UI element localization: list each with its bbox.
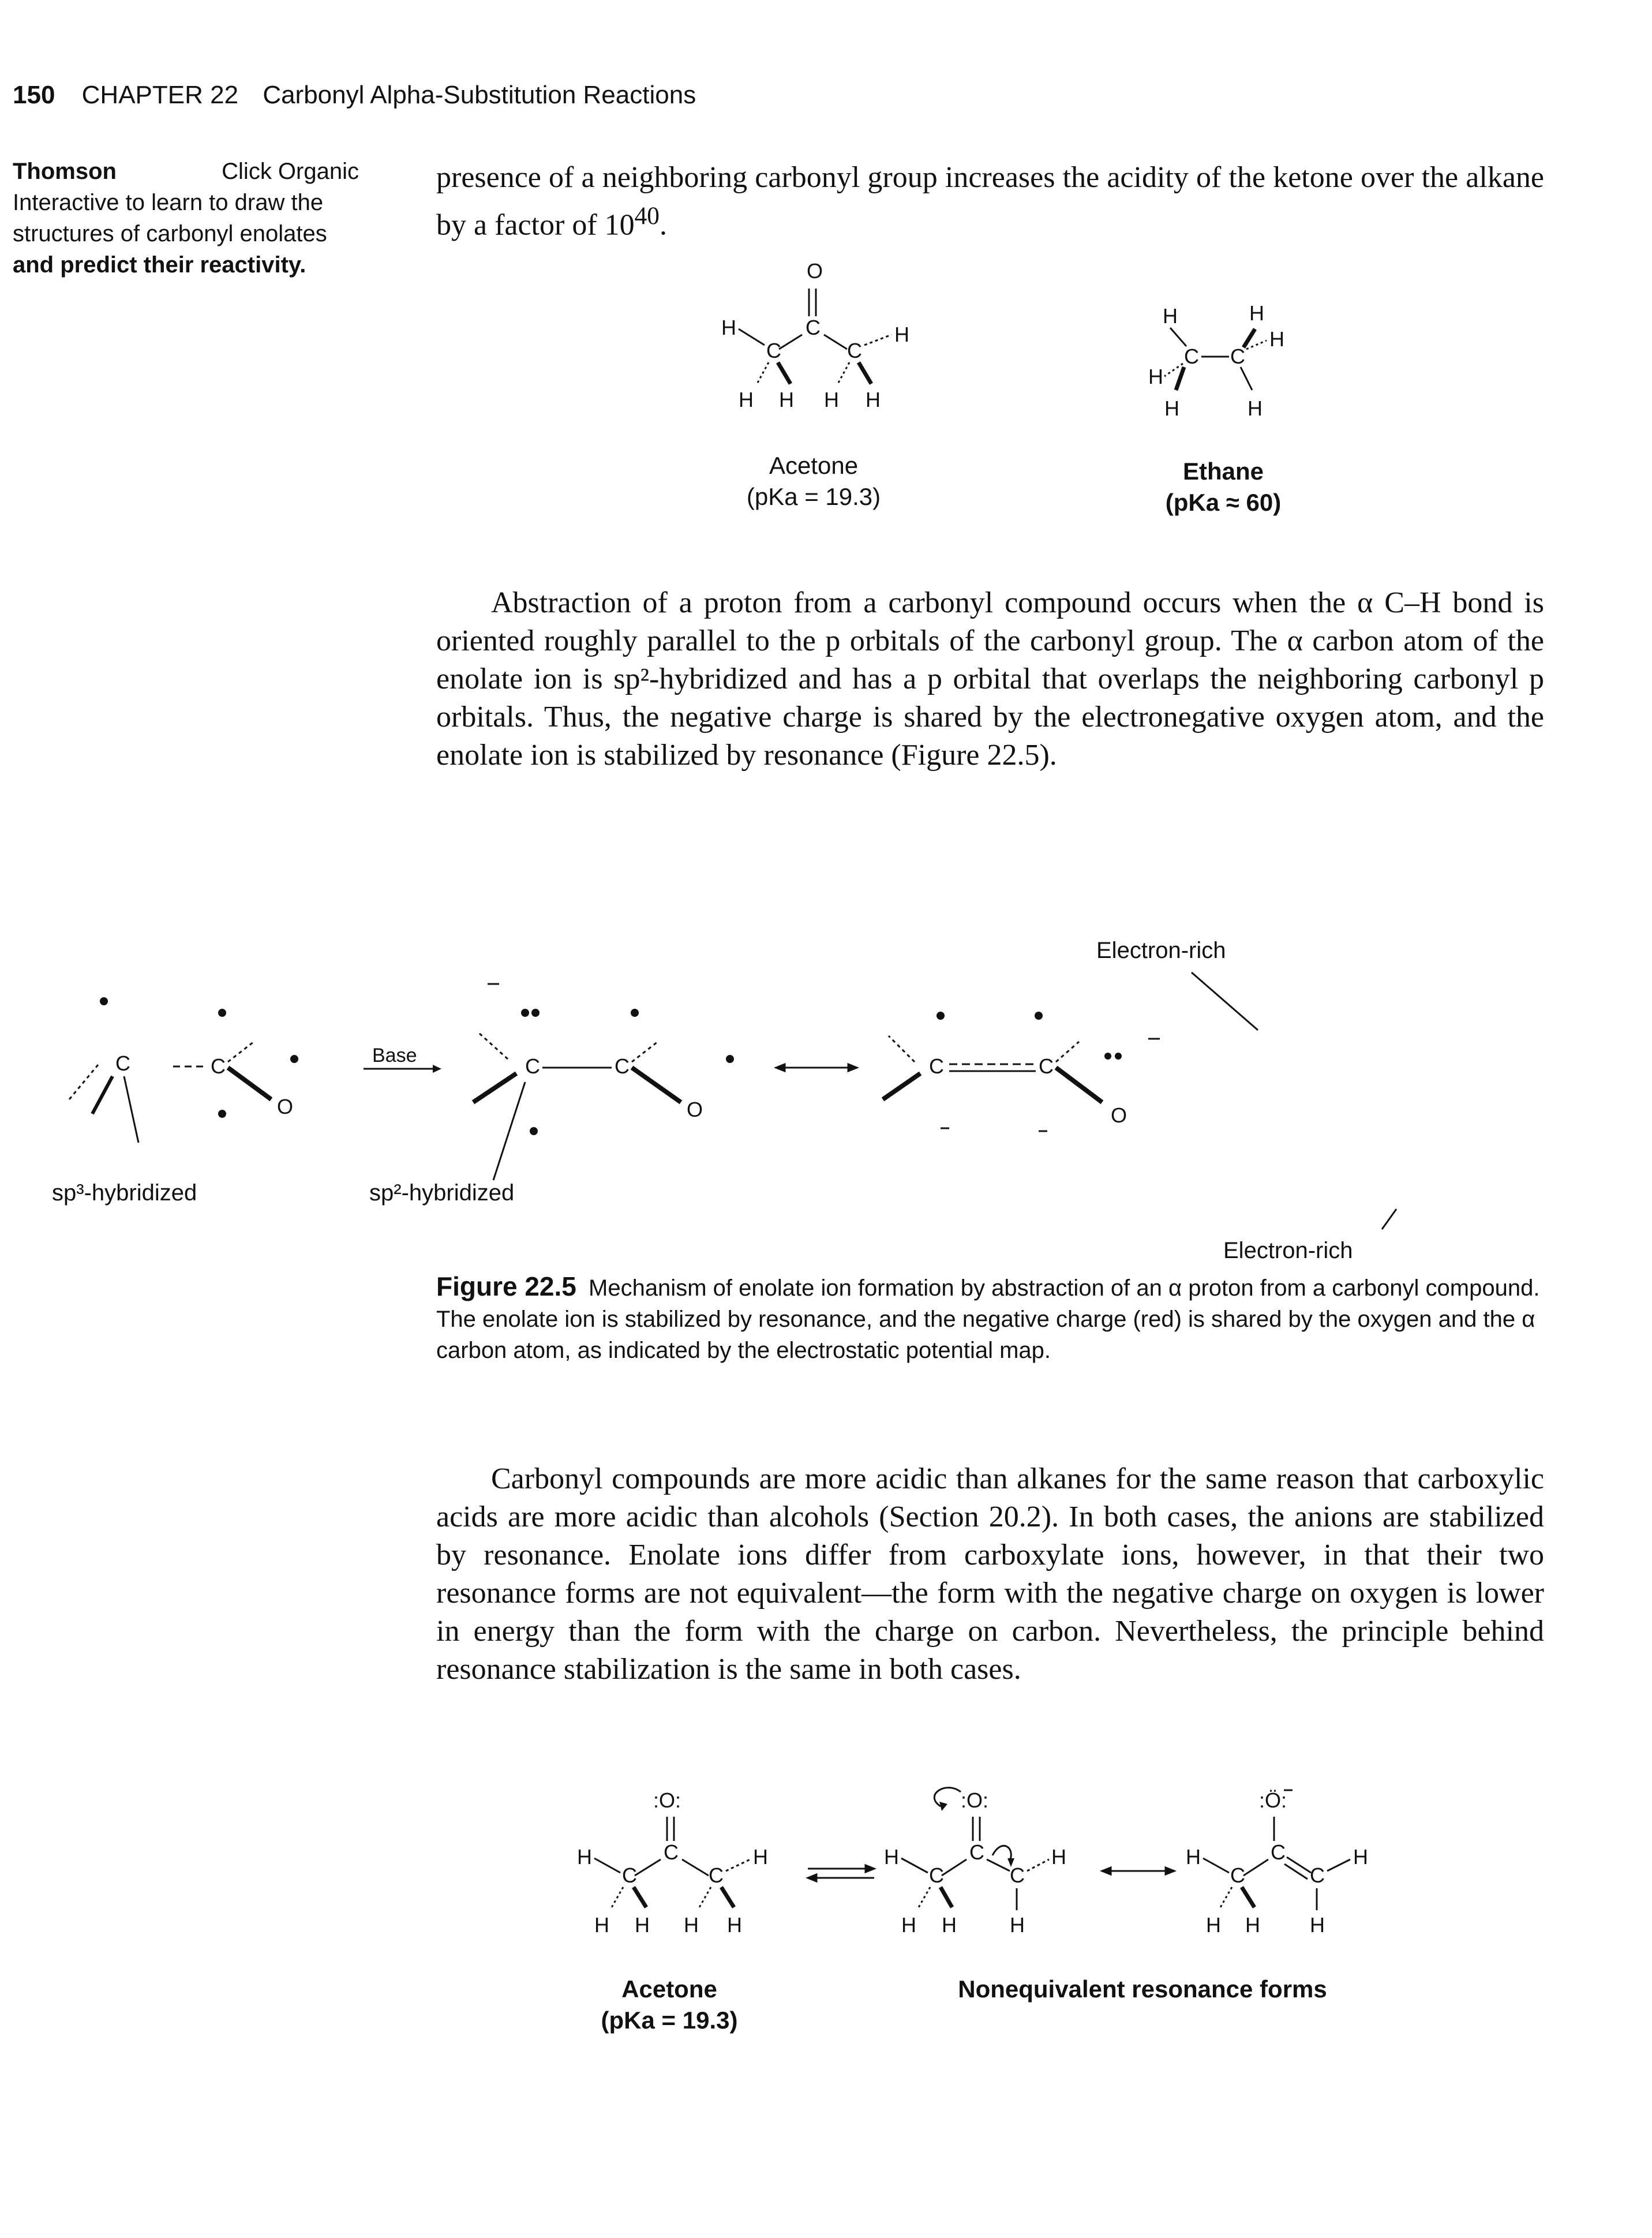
figure-22-5: Electron-rich C C O sp³-hybridized Base … — [52, 938, 1398, 1263]
acetone-label-bottom: Acetone (pKa = 19.3) — [601, 1975, 738, 2034]
sidenote-line4: and predict their reactivity. — [13, 252, 306, 278]
svg-text:H: H — [753, 1845, 768, 1869]
svg-text:C: C — [525, 1054, 540, 1078]
sidenote-line2: Interactive to learn to draw the — [13, 190, 324, 215]
enolate-resonance: C C O — [881, 1012, 1160, 1132]
svg-text:C: C — [1271, 1840, 1286, 1864]
svg-text:H: H — [1148, 365, 1163, 388]
svg-text:H: H — [884, 1845, 899, 1869]
figure-caption-text: Mechanism of enolate ion formation by ab… — [436, 1275, 1540, 1363]
electron-rich-top-label: Electron-rich — [1096, 938, 1226, 963]
top-structures: O C C C H H H H H H H H H C C H H H — [721, 259, 1284, 420]
svg-text:H: H — [1245, 1913, 1260, 1937]
svg-text:C: C — [929, 1863, 944, 1887]
svg-text:H: H — [1310, 1913, 1325, 1937]
ethane-label: Ethane (pKa ≈ 60) — [1165, 458, 1282, 516]
svg-text:C: C — [1230, 345, 1245, 368]
svg-text:H: H — [1249, 301, 1264, 325]
svg-text:C: C — [969, 1840, 984, 1864]
acetone-structure-bottom: :O: C C C H H H H H H — [577, 1788, 768, 1937]
svg-text::O:: :O: — [653, 1788, 681, 1812]
page-number: 150 — [13, 81, 55, 109]
electron-rich-pointer-bottom — [1381, 1208, 1398, 1230]
svg-text:C: C — [847, 339, 862, 362]
paragraph-3: Carbonyl compounds are more acidic than … — [436, 1462, 1544, 1686]
svg-text:H: H — [594, 1913, 609, 1937]
svg-text:C: C — [115, 1051, 130, 1075]
electron-rich-bottom-label: Electron-rich — [1223, 1238, 1353, 1263]
svg-text:H: H — [1163, 304, 1178, 328]
svg-text:H: H — [824, 388, 839, 411]
acetone-O: O — [807, 259, 823, 283]
svg-text:C: C — [664, 1840, 679, 1864]
svg-text:H: H — [1186, 1845, 1201, 1869]
resonance-arrow-bottom — [1099, 1866, 1177, 1876]
svg-text:H: H — [684, 1913, 699, 1937]
enolate-sp2: C C O — [471, 983, 734, 1181]
svg-text:H: H — [901, 1913, 916, 1937]
chapter-label: CHAPTER 22 — [81, 81, 239, 109]
bottom-structures: :O: C C C H H H H H H :O: C C H — [577, 1787, 1368, 1937]
svg-text:H: H — [721, 316, 736, 339]
svg-text:C: C — [622, 1863, 637, 1887]
sp3-label: sp³-hybridized — [52, 1180, 197, 1206]
resonance-arrow-figure — [773, 1062, 860, 1073]
electron-rich-pointer-top — [1191, 971, 1258, 1031]
svg-text:H: H — [779, 388, 794, 411]
svg-text:H: H — [577, 1845, 592, 1869]
acetone-structure: O C C C H H H H H H — [721, 259, 909, 411]
sp2-label: sp²-hybridized — [369, 1180, 514, 1206]
resonance-forms-label: Nonequivalent resonance forms — [958, 1975, 1327, 2003]
svg-text:H: H — [866, 388, 881, 411]
sidenote-line3: structures of carbonyl enolates — [13, 221, 327, 246]
paragraph-2: Abstraction of a proton from a carbonyl … — [436, 586, 1544, 772]
paragraph-1: presence of a neighboring carbonyl group… — [436, 161, 1544, 242]
sidenote: Thomson Click Organic Interactive to lea… — [13, 156, 382, 280]
svg-text:C: C — [1310, 1863, 1325, 1887]
svg-text:C: C — [615, 1054, 630, 1078]
svg-text:C: C — [709, 1863, 724, 1887]
figure-caption: Figure 22.5 Mechanism of enolate ion for… — [436, 1271, 1544, 1366]
paragraph-1-text: presence of a neighboring carbonyl group… — [436, 161, 1544, 242]
paragraph-1-exponent: 40 — [634, 202, 660, 230]
svg-text:H: H — [1010, 1913, 1025, 1937]
svg-text:O: O — [277, 1095, 293, 1118]
svg-text:H: H — [739, 388, 754, 411]
ethane-structure: H H H C C H H H — [1148, 301, 1284, 420]
svg-text:C: C — [1184, 345, 1199, 368]
svg-text:H: H — [727, 1913, 742, 1937]
svg-text:O: O — [687, 1098, 703, 1121]
svg-text:C: C — [766, 339, 781, 362]
ketone-sp3: C C O — [68, 997, 298, 1143]
svg-text:H: H — [1353, 1845, 1368, 1869]
svg-text:H: H — [1164, 396, 1179, 420]
svg-text:H: H — [1269, 327, 1284, 351]
svg-text::Ö:: :Ö: — [1259, 1788, 1287, 1812]
svg-text:C: C — [929, 1054, 944, 1078]
svg-text:C: C — [1039, 1054, 1054, 1078]
svg-text:H: H — [635, 1913, 650, 1937]
figure-number: Figure 22.5 — [436, 1271, 576, 1301]
svg-text:H: H — [942, 1913, 957, 1937]
click-organic[interactable]: Click Organic — [222, 159, 359, 184]
thomson-brand: Thomson — [13, 159, 117, 184]
sidenote-line1: Thomson Click Organic — [13, 156, 359, 187]
svg-text:H: H — [1248, 396, 1263, 420]
svg-text:O: O — [1111, 1103, 1127, 1127]
svg-text:H: H — [894, 323, 909, 346]
equilibrium-arrow — [805, 1863, 877, 1883]
acetone-label-top: Acetone (pKa = 19.3) — [746, 452, 881, 510]
enolate-form-1: :O: C C H C H H H H — [884, 1787, 1066, 1937]
svg-text:C: C — [211, 1054, 226, 1078]
svg-text:C: C — [806, 316, 821, 339]
svg-text:H: H — [1051, 1845, 1066, 1869]
svg-text:H: H — [1206, 1913, 1221, 1937]
svg-text:C: C — [1010, 1863, 1025, 1887]
page-header: 150 CHAPTER 22 Carbonyl Alpha-Substituti… — [13, 81, 696, 110]
svg-text::O:: :O: — [961, 1788, 988, 1812]
base-label: Base — [372, 1045, 417, 1066]
chapter-title: Carbonyl Alpha-Substitution Reactions — [263, 81, 696, 109]
enolate-form-2: :Ö: C C H C H H H H — [1186, 1788, 1368, 1937]
svg-text:C: C — [1230, 1863, 1245, 1887]
